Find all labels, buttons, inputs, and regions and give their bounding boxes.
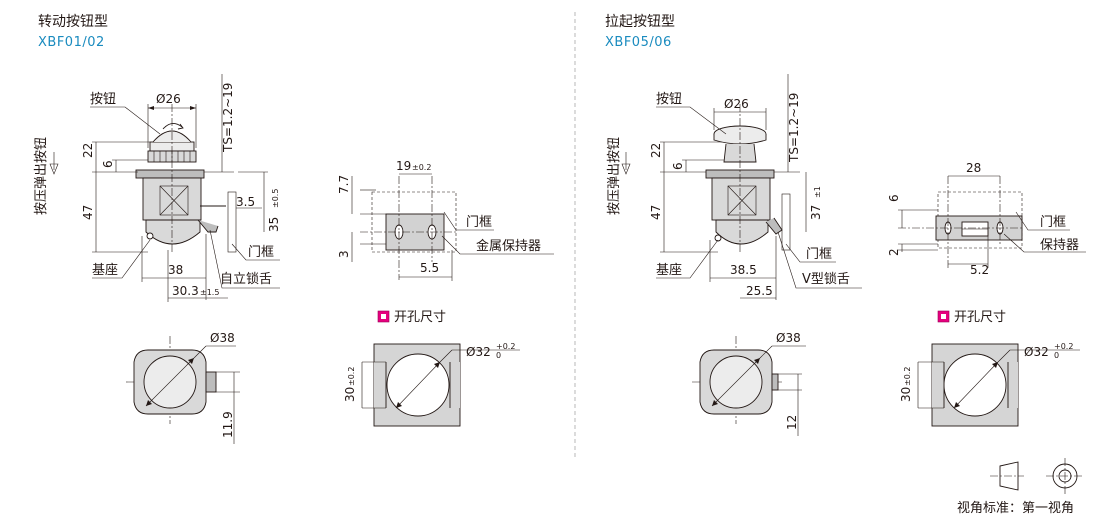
right-dim-2: 2 xyxy=(887,248,901,256)
left-label-door-frame: 门框 xyxy=(248,245,274,260)
right-door-frame xyxy=(781,193,791,251)
right-label-door-frame: 门框 xyxy=(806,247,832,262)
left-dim-30-3: 30.3 xyxy=(172,284,199,298)
first-angle-projection-icon xyxy=(990,458,1084,494)
left-dim-19: 19 xyxy=(396,159,411,173)
right-dim-dia38: Ø38 xyxy=(776,331,801,345)
right-dim-28: 28 xyxy=(966,161,981,175)
right-dim-6: 6 xyxy=(671,162,685,170)
left-dim-11-9: 11.9 xyxy=(221,411,235,438)
left-dim-3-5: 3.5 xyxy=(236,195,255,209)
left-dim-35-tol: ±0.5 xyxy=(271,189,280,208)
projection-label: 视角标准：第一视角 xyxy=(957,501,1074,516)
left-dim-3: 3 xyxy=(337,250,351,258)
left-cutout-view xyxy=(361,343,520,427)
right-dim-38-5: 38.5 xyxy=(730,263,757,277)
right-side-view xyxy=(705,104,783,252)
right-press-arrow-icon xyxy=(621,152,631,175)
left-dim-ts: TS=1.2~19 xyxy=(221,83,235,153)
right-holder-view xyxy=(898,176,1023,270)
right-dim-ts: TS=1.2~19 xyxy=(787,93,801,163)
left-dim-30: 30 xyxy=(343,387,357,402)
left-dim-35: 35 xyxy=(267,217,281,232)
left-door-frame xyxy=(227,191,237,253)
left-cutout-title: 开孔尺寸 xyxy=(394,310,446,325)
right-dim-dia32: Ø32 xyxy=(1024,345,1049,359)
left-dim-dia38: Ø38 xyxy=(210,331,235,345)
right-label-latch: V型锁舌 xyxy=(802,271,850,287)
right-dim-dia32-upper: +0.2 xyxy=(1054,342,1073,351)
left-dim-19-tol: ±0.2 xyxy=(412,163,431,172)
left-dim-47: 47 xyxy=(81,205,95,220)
right-title: 拉起按钮型 xyxy=(605,14,675,30)
left-label-base: 基座 xyxy=(92,263,118,278)
left-holder-view xyxy=(360,176,457,280)
right-cutout-title: 开孔尺寸 xyxy=(954,310,1006,325)
right-dim-6b: 6 xyxy=(887,194,901,202)
left-product-code: XBF01/02 xyxy=(38,35,105,50)
right-panel: 拉起按钮型 XBF05/06 按压弹出按钮 按钮 Ø26 TS=1.2~19 2… xyxy=(605,14,1086,436)
left-press-arrow-icon xyxy=(49,152,59,175)
right-press-note: 按压弹出按钮 xyxy=(607,137,622,215)
left-dim-30-tol: ±0.2 xyxy=(347,367,356,386)
left-label-holder: 金属保持器 xyxy=(476,238,541,254)
right-label-holder: 保持器 xyxy=(1040,238,1079,253)
left-dim-30-3-tol: ±1.5 xyxy=(200,288,219,297)
left-label-latch: 自立锁舌 xyxy=(220,271,272,287)
right-dim-22: 22 xyxy=(649,143,663,158)
left-press-note: 按压弹出按钮 xyxy=(34,137,49,215)
right-cutout-view xyxy=(917,343,1080,427)
left-panel: 转动按钮型 XBF01/02 按压弹出按钮 按钮 Ø2 xyxy=(34,14,554,444)
right-dim-30: 30 xyxy=(899,387,913,402)
left-dim-7-7: 7.7 xyxy=(337,175,351,194)
right-dim-37: 37 xyxy=(809,205,823,220)
right-dim-dia32-lower: 0 xyxy=(1054,351,1059,360)
right-bottom-view xyxy=(692,336,806,436)
right-label-base: 基座 xyxy=(656,263,682,278)
left-dim-dia26: Ø26 xyxy=(156,92,181,106)
right-dim-47: 47 xyxy=(649,205,663,220)
right-dim-dia26: Ø26 xyxy=(724,97,749,111)
right-dim-30-tol: ±0.2 xyxy=(903,367,912,386)
left-dim-38: 38 xyxy=(168,263,183,277)
left-label-door-frame-right: 门框 xyxy=(466,215,492,230)
left-bottom-view xyxy=(126,336,240,444)
right-product-code: XBF05/06 xyxy=(605,35,672,50)
left-dim-22: 22 xyxy=(81,143,95,158)
right-dim-5-2: 5.2 xyxy=(970,263,989,277)
right-dim-37-tol: ±1 xyxy=(813,186,822,198)
left-dim-dia32-upper: +0.2 xyxy=(496,342,515,351)
left-dim-5-5: 5.5 xyxy=(420,261,439,275)
left-title: 转动按钮型 xyxy=(38,14,108,30)
left-label-button: 按钮 xyxy=(90,92,116,107)
left-side-view xyxy=(135,104,219,252)
right-label-button: 按钮 xyxy=(656,92,682,107)
left-dim-dia32: Ø32 xyxy=(466,345,491,359)
right-dim-12: 12 xyxy=(785,415,799,430)
left-dim-6: 6 xyxy=(101,160,115,168)
right-label-door-frame-right: 门框 xyxy=(1040,215,1066,230)
right-dim-25-5: 25.5 xyxy=(746,284,773,298)
left-dim-dia32-lower: 0 xyxy=(496,351,501,360)
